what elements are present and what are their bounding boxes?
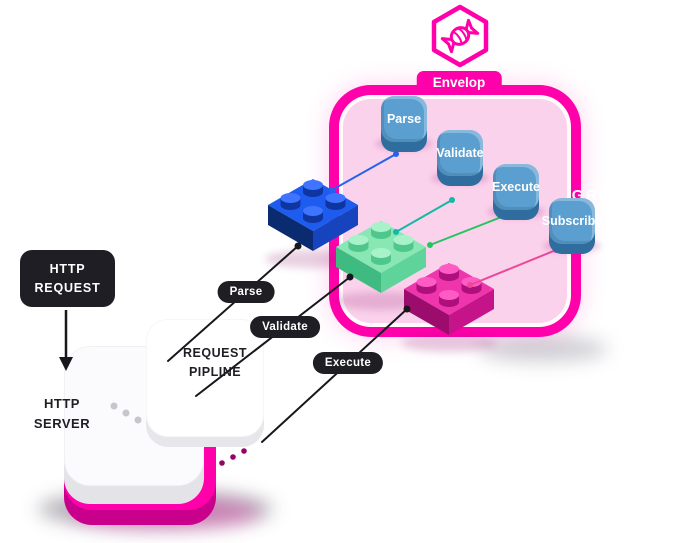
- http-server-label-line2: SERVER: [33, 415, 91, 431]
- candy-hexagon-icon: [431, 4, 489, 68]
- request-pipeline-label-line2: PIPLINE: [188, 364, 242, 379]
- phase-label-subscribe: Subscribe: [541, 214, 603, 228]
- plate-face: [549, 198, 595, 244]
- phase-plate-validate: Validate: [415, 125, 505, 186]
- pipeline-step-parse: Parse: [217, 281, 275, 303]
- phase-label-execute: Execute: [492, 180, 540, 194]
- phase-label-validate: Validate: [436, 146, 484, 160]
- candy-icon: [440, 18, 480, 54]
- panel-entry-dot: [294, 242, 302, 250]
- pipeline-step-execute: Execute: [312, 352, 384, 374]
- tray-dots: [219, 448, 247, 466]
- http-server-label: HTTP SERVER: [19, 394, 105, 433]
- envelop-badge: Envelop: [416, 71, 502, 94]
- http-server-label-line1: HTTP: [44, 396, 80, 411]
- hexagon-outline: [431, 4, 489, 68]
- http-request-line2: REQUEST: [34, 280, 101, 295]
- request-pipeline-label: REQUEST PIPLINE: [165, 344, 265, 382]
- request-pipeline-label-line1: REQUEST: [183, 346, 247, 360]
- plate-face: [381, 96, 427, 142]
- pipeline-step-validate: Validate: [250, 316, 320, 338]
- graphql-watermark: GRAPHQL: [571, 187, 665, 204]
- phase-plate-subscribe: Subscribe: [527, 193, 617, 254]
- phase-label-parse: Parse: [386, 112, 422, 126]
- plate-face: [493, 164, 539, 210]
- phase-plate-execute: Execute: [471, 159, 561, 220]
- panel-shadow: [478, 336, 608, 362]
- http-request-box: HTTP REQUEST: [20, 250, 115, 307]
- http-request-line1: HTTP: [49, 262, 86, 277]
- phase-plate-parse: Parse: [359, 91, 449, 152]
- plate-face: [437, 130, 483, 176]
